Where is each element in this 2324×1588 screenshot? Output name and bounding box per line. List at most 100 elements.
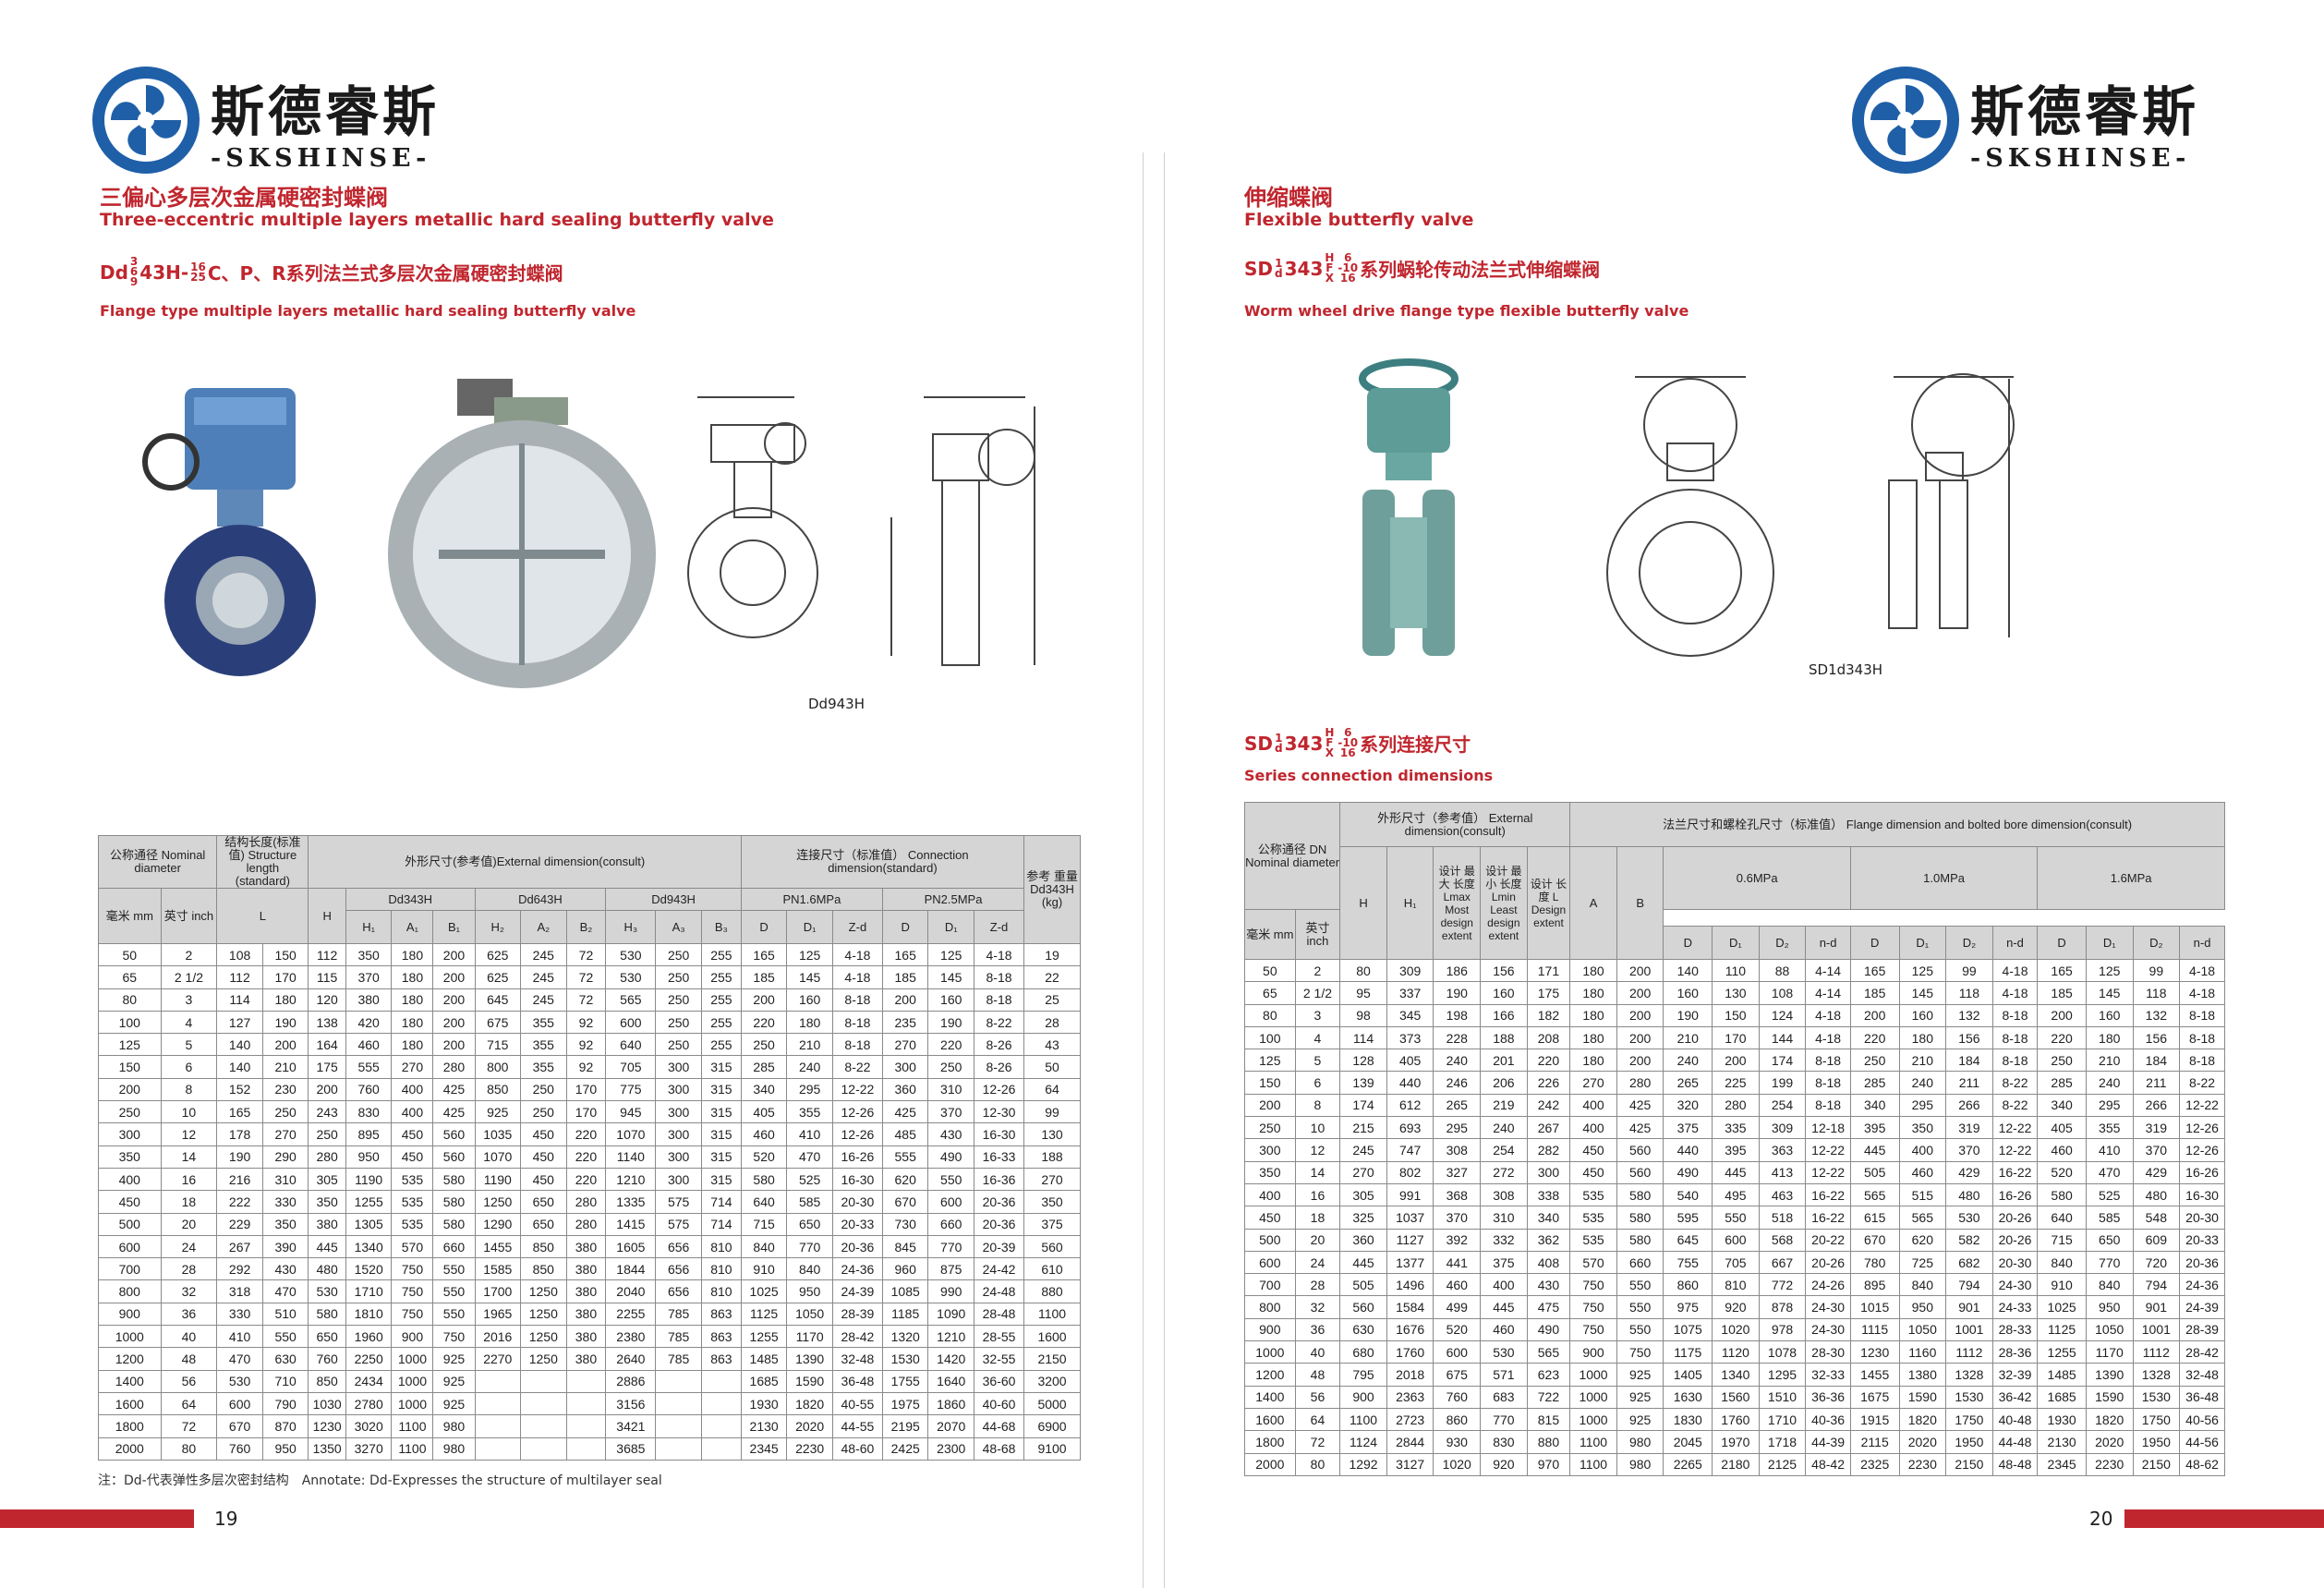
table-cell: 413	[1758, 1160, 1807, 1184]
table-cell: 210	[786, 1033, 833, 1057]
table-cell: 2325	[1849, 1452, 1900, 1476]
table-cell: 2020	[1898, 1430, 1947, 1454]
series-suffix: C、P、R系列法兰式多层次金属硬密封蝶阀	[207, 262, 563, 285]
table-cell: 1485	[2037, 1363, 2087, 1387]
table-cell: 165	[216, 1100, 263, 1124]
table-cell: 460	[1433, 1273, 1482, 1297]
table-cell: 270	[1023, 1167, 1081, 1192]
table-cell: 693	[1386, 1116, 1434, 1140]
table-cell: 795	[1339, 1363, 1387, 1387]
table-cell: 485	[881, 1122, 929, 1146]
table-cell: 48-62	[2179, 1452, 2225, 1476]
table-cell: 80	[1294, 1452, 1341, 1476]
table-cell: 370	[345, 965, 393, 989]
table-cell: 150	[1712, 1003, 1760, 1027]
table-cell: 630	[1339, 1317, 1387, 1342]
table-cell: 380	[565, 1302, 607, 1327]
table-cell: 315	[700, 1145, 742, 1169]
table-cell: 548	[2132, 1206, 2181, 1230]
table-cell: 1001	[2132, 1317, 2181, 1342]
table-cell: 970	[1526, 1452, 1571, 1476]
table-cell: 185	[881, 965, 929, 989]
table-cell: 8-18	[831, 1010, 883, 1035]
table-cell: 840	[786, 1257, 833, 1281]
table-cell: 20	[1294, 1228, 1341, 1252]
table-cell: 623	[1526, 1363, 1571, 1387]
table-cell: 460	[2037, 1138, 2087, 1162]
table-cell: 1250	[520, 1302, 567, 1327]
table-cell: 850	[520, 1234, 567, 1259]
table-cell: 48	[160, 1347, 218, 1371]
table-cell: 370	[1433, 1206, 1482, 1230]
table-cell: 600	[1433, 1340, 1482, 1364]
table-cell: 300	[98, 1122, 162, 1146]
subheader-cell: H₂	[474, 910, 522, 944]
table-cell: 1305	[345, 1212, 393, 1236]
table-cell: 530	[605, 965, 657, 989]
table-cell	[700, 1391, 742, 1416]
table-cell: 165	[2037, 958, 2087, 983]
table-cell: 1000	[98, 1325, 162, 1349]
table-cell: 1800	[98, 1414, 162, 1438]
table-cell: 380	[565, 1347, 607, 1371]
table-cell: 8-22	[1991, 1093, 2039, 1118]
table-cell: 1020	[1712, 1317, 1760, 1342]
table-cell: 1377	[1386, 1250, 1434, 1275]
table-cell: 1100	[391, 1414, 434, 1438]
table-cell: 6	[160, 1055, 218, 1079]
table-cell: 565	[1526, 1340, 1571, 1364]
table-cell: 550	[1616, 1273, 1664, 1297]
table-cell	[655, 1369, 702, 1393]
table-cell: 305	[1339, 1182, 1387, 1207]
table-cell: 405	[1386, 1049, 1434, 1073]
table-cell: 250	[261, 1100, 309, 1124]
header-A: A	[1569, 846, 1617, 960]
header-H1: H₁	[1386, 846, 1434, 960]
page-fold-right	[1164, 152, 1165, 1588]
table-cell: 650	[786, 1212, 833, 1236]
table-cell: 32-48	[2179, 1363, 2225, 1387]
table-cell: 1025	[2037, 1295, 2087, 1319]
table-cell: 380	[565, 1234, 607, 1259]
table-cell: 463	[1758, 1182, 1807, 1207]
table-cell: 200	[740, 988, 788, 1012]
table-cell: 360	[881, 1077, 929, 1102]
table-cell: 255	[700, 1010, 742, 1035]
table-cell: 20-26	[1805, 1250, 1851, 1275]
subheader-cell: n-d	[2179, 926, 2225, 960]
table-cell: 950	[786, 1279, 833, 1303]
table-cell: 1340	[1712, 1363, 1760, 1387]
table-cell: 300	[881, 1055, 929, 1079]
table-cell: 450	[520, 1122, 567, 1146]
table-cell	[520, 1414, 567, 1438]
table-cell: 1200	[1244, 1363, 1296, 1387]
subheader-cell: B₁	[432, 910, 476, 944]
table-cell: 1560	[1712, 1385, 1760, 1409]
table-cell: 2000	[1244, 1452, 1296, 1476]
table-cell: 1350	[308, 1436, 346, 1461]
table-cell: 480	[1945, 1182, 1993, 1207]
table-cell: 8	[1294, 1093, 1341, 1118]
table-cell: 24	[160, 1234, 218, 1259]
table-cell: 550	[261, 1325, 309, 1349]
table-cell: 20-33	[831, 1212, 883, 1236]
table-cell: 980	[432, 1414, 476, 1438]
table-cell: 750	[391, 1279, 434, 1303]
table-cell: 43	[1023, 1033, 1081, 1057]
table-cell: 580	[432, 1167, 476, 1192]
table-cell: 2180	[1712, 1452, 1760, 1476]
header-B: B	[1616, 846, 1664, 960]
subheader-cell: Z-d	[973, 910, 1025, 944]
table-cell: 24-30	[1805, 1317, 1851, 1342]
table-cell: 28	[1023, 1010, 1081, 1035]
table-cell: 220	[927, 1033, 974, 1057]
header-structure: 结构长度(标准值) Structure length (standard)	[216, 835, 309, 889]
table-cell: 395	[1712, 1138, 1760, 1162]
table-cell: 860	[1663, 1273, 1713, 1297]
